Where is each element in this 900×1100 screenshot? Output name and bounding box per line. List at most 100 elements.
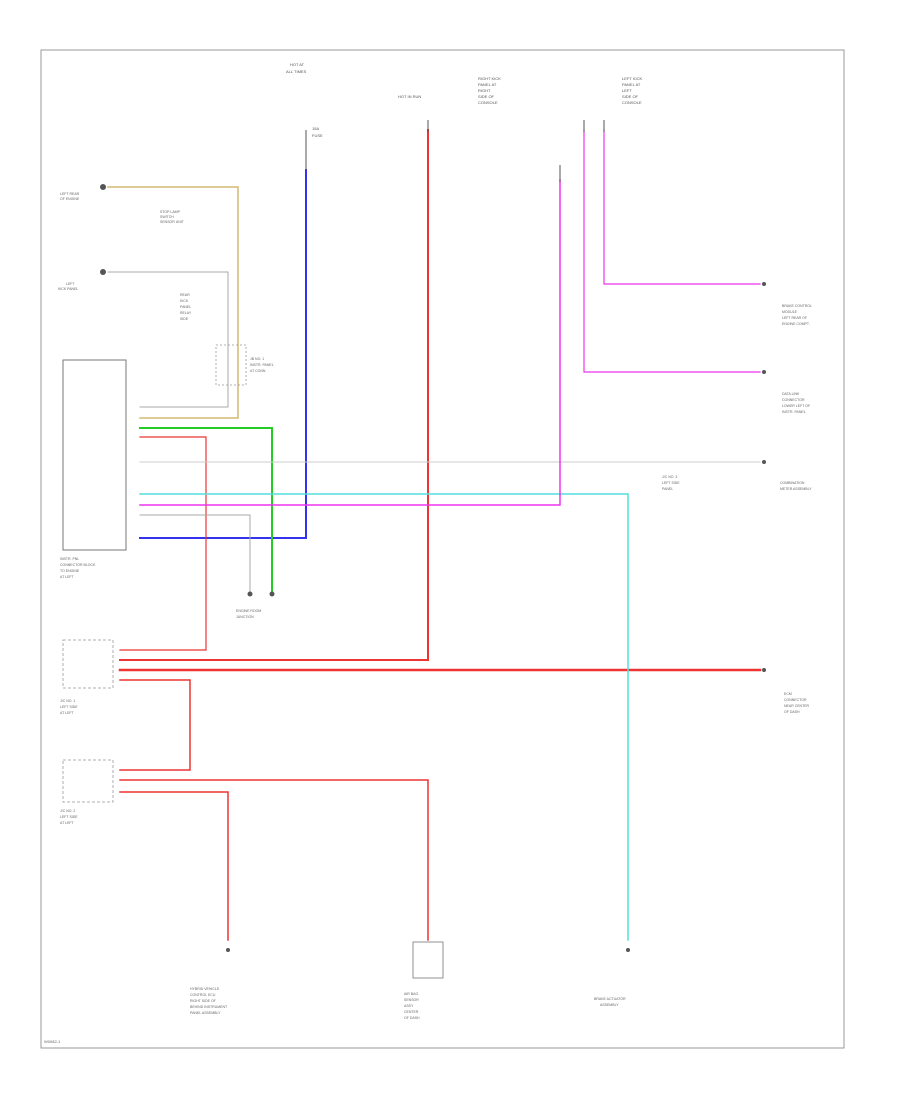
bottom-left-2: RIGHT SIDE OF	[190, 999, 216, 1003]
jc2-0: J/C NO. 2	[60, 809, 75, 813]
ground-left-kick	[100, 269, 106, 275]
bottom-mid-2: ASSY	[404, 1004, 414, 1008]
jb-2: AT CONN	[250, 369, 266, 373]
air-bag-sensor-box	[412, 941, 444, 979]
r2-1: CONNECTOR	[782, 398, 805, 402]
jb-0: JB NO. 1	[250, 357, 264, 361]
relay-4: SIDE	[180, 317, 189, 321]
ground-left-0: LEFT REAR	[60, 192, 80, 196]
r4-1: CONNECTOR	[784, 698, 807, 702]
wires	[107, 129, 762, 941]
wire-gray-top	[107, 271, 229, 408]
r2-3: INSTR. PANEL	[782, 410, 806, 414]
r4-0: ECM	[784, 692, 792, 696]
right-block-3: SIDE OF	[478, 94, 495, 99]
bottom-right-0: BRAKE ACTUATOR	[594, 997, 626, 1001]
r1-1: MODULE	[782, 310, 798, 314]
engine-room-1: JUNCTION	[236, 615, 254, 619]
terminal-r2	[762, 370, 766, 374]
wire-red-ecm	[119, 436, 207, 651]
jc1-0: J/C NO. 1	[60, 699, 75, 703]
ground-left2-1: KICK PANEL	[58, 287, 78, 291]
wire-cyan	[139, 493, 629, 941]
switch1-2: SENSOR UNIT	[160, 220, 185, 224]
bottom-left-0: HYBRID VEHICLE	[190, 987, 220, 991]
ecm-box-0: INSTR. PNL	[60, 557, 79, 561]
r4-2: NEAR CENTER	[784, 704, 810, 708]
fuse-label-1: FUSE	[312, 133, 323, 138]
r4-3: OF DASH	[784, 710, 800, 714]
wire-green	[139, 427, 273, 593]
components	[62, 120, 766, 979]
ground-bottom-left	[226, 948, 230, 952]
left-block-1: PANEL AT	[622, 82, 641, 87]
switch1-1: SWITCH	[160, 215, 174, 219]
terminal-r3	[762, 460, 766, 464]
terminal-r1	[762, 282, 766, 286]
diagram-border	[40, 49, 845, 1049]
jc1-connector	[62, 639, 114, 689]
bottom-left-4: PANEL ASSEMBLY	[190, 1011, 221, 1015]
jc2-connector	[62, 759, 114, 803]
terminal-r4	[762, 668, 766, 672]
right-block-4: CONSOLE	[478, 100, 498, 105]
bottom-left-1: CONTROL ECU	[190, 993, 216, 997]
hot-label-line2: ALL TIMES	[286, 69, 307, 74]
left-block-3: SIDE OF	[622, 94, 639, 99]
jc2-1: LEFT SIDE	[60, 815, 78, 819]
wire-red-main	[119, 129, 429, 661]
right-block-2: RIGHT	[478, 88, 491, 93]
footer-code: W0082-1	[44, 1039, 61, 1044]
wire-magenta-3	[603, 129, 761, 285]
r3-inline-1: LEFT SIDE	[662, 481, 680, 485]
relay-box	[215, 344, 247, 386]
labels: HOT AT ALL TIMES HOT IN RUN RIGHT KICK P…	[44, 62, 812, 1044]
jc1-2: AT LEFT	[60, 711, 75, 715]
ground-left-1: OF ENGINE	[60, 197, 80, 201]
r1-2: LEFT REAR OF	[782, 316, 807, 320]
r3-inline-2: PANEL	[662, 487, 673, 491]
bottom-mid-1: SENSOR	[404, 998, 419, 1002]
wire-magenta-2	[583, 129, 761, 373]
ground-mid-1	[247, 591, 253, 597]
right-block-0: RIGHT KICK	[478, 76, 501, 81]
fuse-label-0: 15A	[312, 126, 319, 131]
ground-bottom-right	[626, 948, 630, 952]
ecm-box-1: CONNECTOR BLOCK	[60, 563, 96, 567]
ecm-box-3: AT LEFT	[60, 575, 75, 579]
r2-2: LOWER LEFT OF	[782, 404, 810, 408]
ground-left-rear	[100, 184, 106, 190]
bottom-right-1: ASSEMBLY	[600, 1003, 619, 1007]
left-block-0: LEFT KICK	[622, 76, 642, 81]
ground-left2-0: LEFT	[66, 282, 75, 286]
ecm-box-2: TO ENGINE	[60, 569, 80, 573]
relay-2: PANEL	[180, 305, 191, 309]
bottom-mid-0: AIR BAG	[404, 992, 418, 996]
r1-3: ENGINE COMPT.	[782, 322, 810, 326]
wire-gray-low	[139, 514, 251, 593]
switch1-0: STOP LAMP	[160, 210, 181, 214]
wire-red-lower2	[119, 779, 429, 941]
instr-panel-connector-block	[62, 359, 127, 551]
bottom-mid-4: OF DASH	[404, 1016, 420, 1020]
left-block-2: LEFT	[622, 88, 632, 93]
wire-red-lower	[119, 679, 191, 771]
engine-room-0: ENGINE ROOM	[236, 609, 261, 613]
hot-label-line1: HOT AT	[290, 62, 305, 67]
r1-0: BRAKE CONTROL	[782, 304, 812, 308]
relay-3: RELAY	[180, 311, 192, 315]
right-block-1: PANEL AT	[478, 82, 497, 87]
hot-in-run-label: HOT IN RUN	[398, 94, 421, 99]
wire-tan	[107, 186, 239, 419]
wire-red-lower3	[119, 791, 229, 941]
jb-1: INSTR. PANEL	[250, 363, 274, 367]
ground-mid-2	[269, 591, 275, 597]
jc2-2: AT LEFT	[60, 821, 75, 825]
bottom-mid-3: CENTER	[404, 1010, 419, 1014]
left-block-4: CONSOLE	[622, 100, 642, 105]
r2-0: DATA LINK	[782, 392, 800, 396]
wire-blue	[139, 169, 307, 539]
bottom-left-3: BEHIND INSTRUMENT	[190, 1005, 228, 1009]
relay-0: REAR	[180, 293, 190, 297]
r3-inline-0: J/C NO. 3	[662, 475, 677, 479]
